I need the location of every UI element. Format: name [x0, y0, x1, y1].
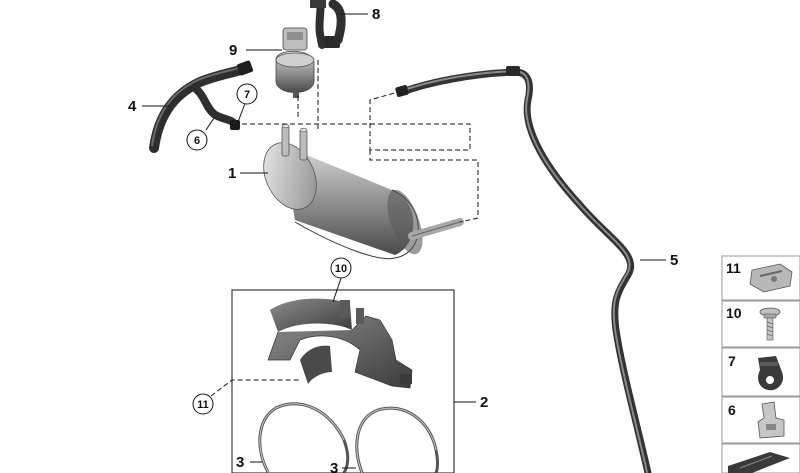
legend-item-7: 7 — [721, 347, 800, 397]
legend-num-11: 11 — [726, 260, 741, 276]
parts-legend: 11 10 7 — [721, 255, 800, 473]
connection-lines — [235, 60, 479, 223]
callout-2: 2 — [480, 394, 488, 411]
spring-nut-icon — [749, 263, 793, 293]
callout-10-circle: 10 — [330, 257, 352, 279]
legend-num-6: 6 — [728, 402, 736, 418]
callout-labels: 1 2 3 3 4 5 8 9 6 7 10 11 — [128, 6, 678, 473]
purge-valve-part-9 — [275, 27, 315, 98]
callout-11: 11 — [197, 399, 209, 411]
vent-line-part-5 — [395, 66, 652, 473]
callout-9: 9 — [229, 42, 237, 59]
callout-11-circle: 11 — [192, 393, 214, 415]
legend-num-7: 7 — [728, 353, 736, 369]
legend-item-10: 10 — [721, 300, 800, 348]
bracket-group-box — [231, 289, 476, 473]
callout-10: 10 — [335, 263, 347, 275]
bracket-part-10 — [267, 298, 413, 389]
callout-6-circle: 6 — [186, 129, 208, 151]
callout-3a: 3 — [236, 454, 244, 471]
hose-part-6 — [191, 84, 240, 130]
legend-item-6: 6 — [721, 396, 800, 444]
hose-clip-icon — [758, 356, 784, 391]
legend-item-shim — [721, 443, 800, 473]
callout-5: 5 — [670, 252, 678, 269]
callout-7: 7 — [244, 89, 250, 101]
callout-7-circle: 7 — [236, 83, 258, 105]
shim-icon — [728, 452, 790, 473]
callout-1: 1 — [228, 165, 236, 182]
hose-part-4 — [149, 60, 254, 153]
clamp-rings-part-3 — [258, 402, 439, 473]
leader-lines — [142, 13, 666, 469]
cable-clip-icon — [757, 401, 785, 439]
carbon-canister-part-1 — [263, 123, 464, 260]
callout-6: 6 — [194, 135, 200, 147]
callout-4: 4 — [128, 98, 137, 115]
callout-3b: 3 — [330, 460, 338, 473]
callout-8: 8 — [372, 6, 380, 23]
legend-num-10: 10 — [726, 305, 742, 321]
screw-icon — [759, 307, 781, 341]
hose-part-8 — [310, 0, 346, 49]
legend-item-11: 11 — [721, 255, 800, 301]
